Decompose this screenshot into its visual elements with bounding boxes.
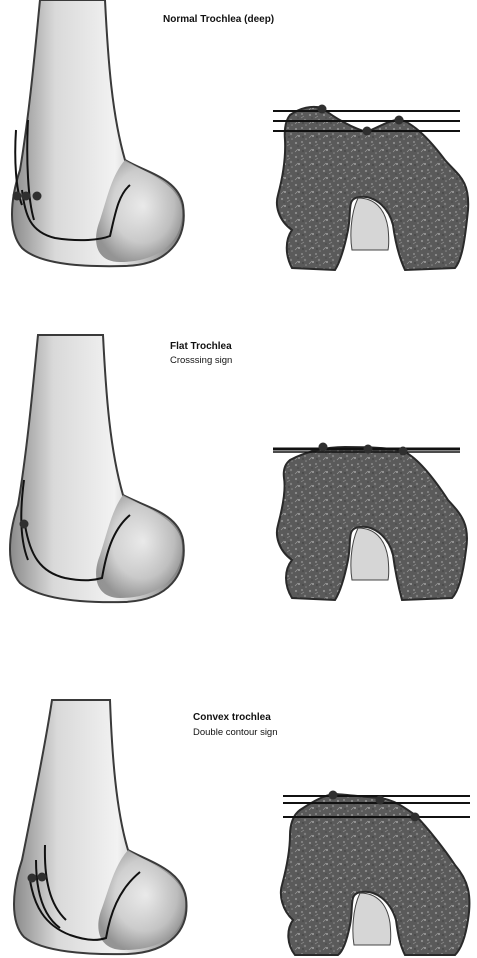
- femur-lateral-view-flat: [10, 335, 184, 602]
- axial-view-flat: [273, 443, 467, 601]
- marker-dot: [376, 796, 385, 805]
- marker-dot: [319, 443, 328, 452]
- panel-subtitle-convex: Double contour sign: [193, 727, 278, 738]
- marker-dot: [318, 105, 327, 114]
- panel-convex: Convex trochlea Double contour sign: [14, 700, 470, 955]
- marker-dot: [395, 116, 404, 125]
- panel-normal: Normal Trochlea (deep): [12, 0, 468, 270]
- panel-title-normal: Normal Trochlea (deep): [163, 14, 274, 25]
- panel-title-flat: Flat Trochlea: [170, 341, 232, 352]
- marker-dot: [411, 813, 420, 822]
- marker-dot: [20, 520, 29, 529]
- marker-dot: [13, 192, 22, 201]
- panel-title-convex: Convex trochlea: [193, 712, 271, 723]
- femur-lateral-view-normal: [12, 0, 184, 266]
- marker-dot: [364, 445, 373, 454]
- marker-dot: [329, 791, 338, 800]
- axial-view-convex: [281, 791, 470, 956]
- panel-flat: Flat Trochlea Crosssing sign: [10, 335, 467, 602]
- marker-dot: [22, 192, 31, 201]
- marker-dot: [363, 127, 372, 136]
- marker-dot: [38, 873, 47, 882]
- marker-dot: [33, 192, 42, 201]
- femur-lateral-view-convex: [14, 700, 187, 954]
- marker-dot: [28, 874, 37, 883]
- marker-dot: [399, 447, 408, 456]
- axial-view-normal: [273, 105, 468, 271]
- panel-subtitle-flat: Crosssing sign: [170, 355, 232, 366]
